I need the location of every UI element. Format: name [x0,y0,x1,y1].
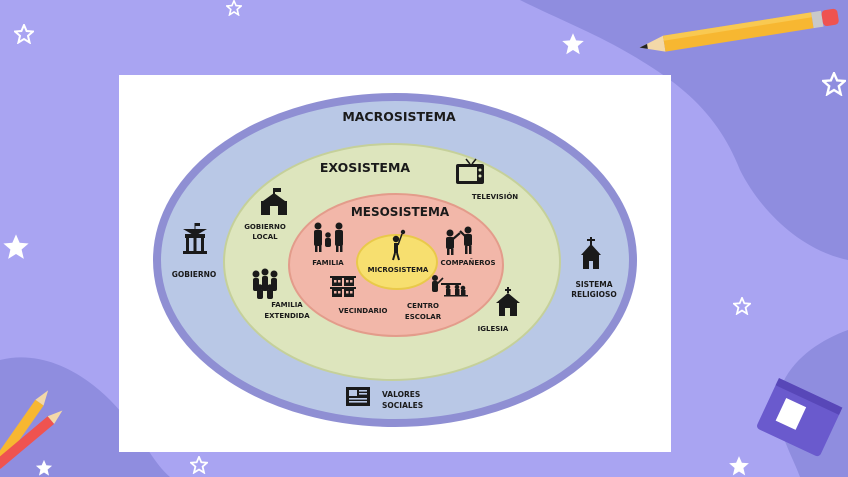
star-icon [822,72,846,96]
star-icon [562,33,584,55]
macrosystem-title: MACROSISTEMA [342,109,456,124]
star-icon [733,297,751,315]
star-icon [14,24,34,44]
book-icon [757,378,843,457]
classmates-label: COMPAÑEROS [441,258,496,267]
mesosystem-title: MESOSISTEMA [351,205,450,219]
microsystem-ring [356,234,438,290]
exosystem-title: EXOSISTEMA [320,160,411,175]
ecological-systems-diagram: MACROSISTEMA EXOSISTEMA MESOSISTEMA MICR… [153,93,637,427]
school-label-line2: ESCOLAR [405,313,442,321]
social-values-label-line2: SOCIALES [382,401,423,410]
family-label: FAMILIA [312,259,344,267]
star-icon [226,0,242,16]
child-icon [392,229,406,261]
diagram-card: MACROSISTEMA EXOSISTEMA MESOSISTEMA MICR… [119,75,671,452]
social-values-label-line1: VALORES [382,390,420,399]
church-small-icon [496,287,520,316]
star-icon [729,456,749,476]
government-icon [183,223,207,254]
family-icon [314,222,343,252]
pencil-icon [639,8,839,52]
local-government-label-line1: GOBIERNO [244,223,286,231]
star-icon [3,234,29,259]
extended-family-icon [252,268,278,299]
extended-family-label-line1: FAMILIA [271,301,303,309]
newspaper-icon [346,387,370,406]
neighborhood-label: VECINDARIO [339,307,388,315]
religious-system-label-line2: RELIGIOSO [571,290,617,299]
city-hall-icon [261,188,287,215]
pencils-icon [0,390,63,469]
classmates-icon [446,226,472,255]
neighborhood-icon [330,276,356,297]
church-label: IGLESIA [478,325,509,333]
extended-family-label-line2: EXTENDIDA [264,312,310,320]
church-icon [581,237,601,269]
television-label: TELEVISIÓN [472,192,518,201]
school-label-line1: CENTRO [407,302,439,310]
school-icon [432,275,468,297]
local-government-label-line2: LOCAL [252,233,278,241]
government-label: GOBIERNO [172,270,217,279]
religious-system-label-line1: SISTEMA [575,280,612,289]
star-icon [35,459,53,476]
television-icon [456,158,484,184]
microsystem-label: MICROSISTEMA [368,266,429,274]
star-icon [190,456,208,474]
